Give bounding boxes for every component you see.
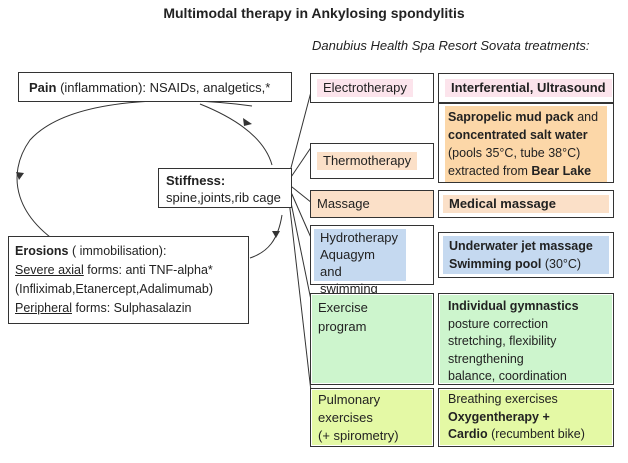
- thermo-and: and: [573, 110, 599, 124]
- erosions-label: Erosions: [15, 244, 69, 258]
- therapy-box-thermotherapy: Thermotherapy: [310, 143, 434, 179]
- therapy-label: Hydrotherapy Aquagym and swimming: [314, 229, 406, 296]
- therapy-label: Pulmonary exercises (+ spirometry): [312, 390, 432, 445]
- stiffness-text: spine,joints,rib cage: [166, 190, 281, 205]
- exercise-gymnastics: Individual gymnastics: [448, 299, 579, 313]
- treatment-box-electro: Interferential, Ultrasound: [438, 73, 614, 103]
- therapy-label: Thermotherapy: [317, 152, 418, 170]
- hydro-highlight: Underwater jet massage Swimming pool (30…: [443, 236, 609, 274]
- arrowhead-3: [16, 172, 24, 180]
- axial-text: forms: anti TNF-alpha*: [83, 263, 213, 277]
- axial-drugs: (Infliximab,Etanercept,Adalimumab): [15, 282, 213, 296]
- exercise-posture: posture correction: [448, 316, 549, 331]
- treatment-box-massage: Medical massage: [438, 190, 614, 218]
- thermo-mud: Sapropelic mud pack: [448, 110, 574, 124]
- thermo-lake: Bear Lake: [531, 164, 592, 178]
- thermo-highlight: Sapropelic mud pack and concentrated sal…: [445, 106, 607, 182]
- diagram-title: Multimodal therapy in Ankylosing spondyl…: [163, 5, 465, 21]
- treatment-box-pulmonary: Breathing exercises Oxygentherapy + Card…: [438, 388, 614, 447]
- erosions-text: ( immobilisation):: [68, 244, 167, 258]
- pain-text: (inflammation): NSAIDs, analgetics,*: [56, 80, 271, 95]
- peripheral-label: Peripheral: [15, 301, 72, 315]
- exercise-highlight: Individual gymnastics posture correction…: [440, 295, 612, 383]
- hydro-pool: Swimming pool: [449, 257, 542, 271]
- arrow-pain-stiffness: [199, 103, 273, 166]
- hydro-jet: Underwater jet massage: [449, 239, 593, 253]
- pulmonary-cardio: Cardio: [448, 427, 488, 441]
- therapy-box-pulmonary: Pulmonary exercises (+ spirometry): [310, 388, 434, 447]
- therapy-label: Electrotherapy: [317, 79, 413, 97]
- stiffness-box: Stiffness: spine,joints,rib cage: [158, 168, 292, 208]
- arrowhead-2: [272, 231, 280, 238]
- therapy-box-hydrotherapy: Hydrotherapy Aquagym and swimming: [310, 225, 434, 296]
- thermo-pools: (pools 35°C, tube 38°C): [448, 146, 581, 160]
- treatment-text: Medical massage: [443, 195, 609, 213]
- hydro-temp: (30°C): [541, 257, 582, 271]
- pulmonary-highlight: Breathing exercises Oxygentherapy + Card…: [440, 390, 612, 445]
- therapy-box-massage: Massage: [310, 190, 434, 218]
- therapy-label: Massage: [311, 191, 433, 217]
- pain-label: Pain: [29, 80, 57, 95]
- stiffness-label: Stiffness:: [166, 173, 226, 188]
- treatment-text: Interferential, Ultrasound: [445, 79, 612, 97]
- treatment-box-thermo: Sapropelic mud pack and concentrated sal…: [438, 103, 614, 183]
- thermo-salt-water: concentrated salt water: [448, 128, 588, 142]
- axial-label: Severe axial: [15, 263, 84, 277]
- erosions-box: Erosions ( immobilisation): Severe axial…: [8, 236, 249, 324]
- arrow-erosions-stiffness: [249, 214, 283, 259]
- treatment-box-hydro: Underwater jet massage Swimming pool (30…: [438, 232, 614, 278]
- peripheral-text: forms: Sulphasalazin: [71, 301, 192, 315]
- pulmonary-breathing: Breathing exercises: [448, 392, 558, 406]
- therapy-box-electrotherapy: Electrotherapy: [310, 73, 434, 103]
- exercise-stretching: stretching, flexibility: [448, 334, 557, 348]
- treatment-box-exercise: Individual gymnastics posture correction…: [438, 293, 614, 385]
- arrowhead-1: [243, 118, 252, 126]
- pulmonary-oxygen: Oxygentherapy +: [448, 409, 550, 424]
- resort-subtitle: Danubius Health Spa Resort Sovata treatm…: [312, 38, 590, 53]
- pulmonary-bike: (recumbent bike): [487, 427, 585, 441]
- exercise-balance: balance, coordination: [448, 369, 567, 383]
- pain-box: Pain (inflammation): NSAIDs, analgetics,…: [18, 72, 292, 102]
- therapy-label: Exercise program: [312, 295, 432, 383]
- thermo-extracted: extracted from: [448, 164, 532, 178]
- exercise-strengthening: strengthening: [448, 351, 524, 366]
- therapy-box-exercise: Exercise program: [310, 293, 434, 385]
